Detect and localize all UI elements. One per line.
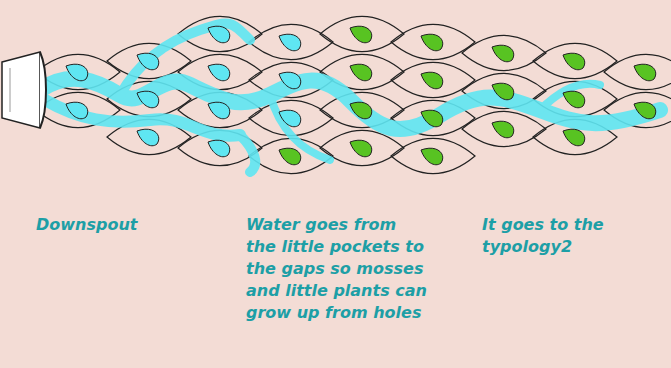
- pocket-drop: [208, 140, 230, 157]
- pocket-drop: [66, 102, 88, 119]
- pocket-outline: [391, 138, 475, 173]
- caption-note: Downspout: [36, 214, 186, 236]
- pocket-drop: [350, 26, 372, 43]
- pocket-drop: [563, 53, 585, 70]
- pocket-drop: [279, 34, 301, 51]
- pocket-drop: [137, 129, 159, 146]
- pocket-drop: [421, 72, 443, 89]
- caption-note: Water goes from the little pockets to th…: [246, 214, 431, 324]
- pocket-drop: [208, 26, 230, 43]
- pocket-outline: [107, 43, 191, 78]
- water-and-moss-drops: [66, 26, 656, 165]
- pocket-drop: [137, 91, 159, 108]
- pocket-drop: [137, 53, 159, 70]
- water-flow: [40, 23, 660, 172]
- pocket-drop: [421, 34, 443, 51]
- pocket-drop: [634, 64, 656, 81]
- pocket-drop: [279, 110, 301, 127]
- pocket-outline: [533, 43, 617, 78]
- pocket-outline: [462, 35, 546, 70]
- pocket-grid: [36, 16, 671, 173]
- downspout: [2, 52, 46, 128]
- pocket-drop: [208, 102, 230, 119]
- pocket-outline: [391, 24, 475, 59]
- pocket-drop: [66, 64, 88, 81]
- pocket-drop: [421, 110, 443, 127]
- pocket-drop: [492, 121, 514, 138]
- pocket-outline: [604, 54, 671, 89]
- pocket-outline: [320, 16, 404, 51]
- pocket-drop: [350, 64, 372, 81]
- pocket-drop: [279, 72, 301, 89]
- pocket-drop: [563, 91, 585, 108]
- pocket-drop: [563, 129, 585, 146]
- pocket-drop: [208, 64, 230, 81]
- pocket-outline: [462, 111, 546, 146]
- pocket-drop: [279, 148, 301, 165]
- caption-note: It goes to the typology2: [482, 214, 652, 258]
- pocket-drop: [350, 102, 372, 119]
- pocket-drop: [492, 45, 514, 62]
- pocket-drop: [421, 148, 443, 165]
- pocket-outline: [391, 62, 475, 97]
- pocket-drop: [350, 140, 372, 157]
- pocket-drop: [634, 102, 656, 119]
- pocket-drop: [492, 83, 514, 100]
- pocket-outline: [249, 24, 333, 59]
